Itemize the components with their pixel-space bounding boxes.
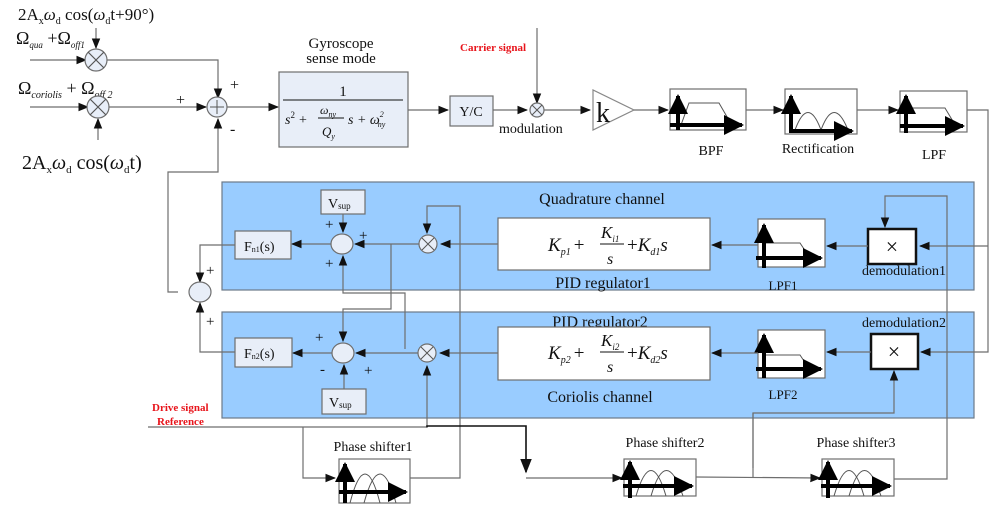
demodulation1-block	[866, 227, 918, 266]
quadrature-input-label: 2Axωd cos(ωdt+90°)	[18, 5, 154, 27]
svg-text:Kp1+: Kp1+	[547, 235, 584, 258]
pid2-formula: Kp2+ Ki2 s +Kd2s	[547, 331, 668, 376]
rectification-block	[781, 88, 858, 141]
gyro-subtitle: sense mode	[306, 51, 376, 67]
quadrature-summing-junction	[330, 233, 354, 255]
lpf-block	[896, 90, 968, 136]
gyro-title: Gyroscope	[309, 36, 374, 52]
svg-text:Ki1: Ki1	[600, 223, 619, 244]
pid-regulator1-label: PID regulator1	[555, 275, 651, 292]
quadrature-channel-title: Quadrature channel	[539, 191, 665, 208]
modulation-label: modulation	[499, 122, 563, 137]
sign-plus: +	[364, 363, 372, 379]
svg-text:2Axωd cos(ωdt+90°): 2Axωd cos(ωdt+90°)	[18, 5, 154, 27]
yc-label: Y/C	[459, 105, 482, 120]
sign-plus: +	[206, 314, 214, 330]
demodulation2-block	[869, 332, 920, 371]
output-summing-junction	[188, 281, 212, 303]
coriolis-channel-title: Coriolis channel	[547, 389, 653, 406]
phase-shifter3-block	[818, 458, 895, 498]
multiply-icon	[89, 98, 107, 116]
svg-text:s2+: s2+	[285, 110, 307, 128]
svg-text:ωny: ωny	[320, 103, 336, 119]
coriolis-summing-junction	[331, 342, 355, 364]
multiply-icon: ×	[888, 339, 900, 364]
bpf-label: BPF	[699, 144, 724, 159]
multiply-icon	[421, 237, 435, 251]
bpf-block	[668, 88, 747, 135]
drive-carrier-label: 2Axωd cos(ωdt)	[22, 152, 142, 176]
yc-block	[449, 95, 494, 127]
vsup1-label: Vsup	[328, 197, 351, 212]
phase-shifter2-block	[620, 458, 697, 498]
fn2-block	[234, 337, 293, 368]
fn1-label: Fn1(s)	[244, 240, 275, 255]
demodulation2-label: demodulation2	[862, 316, 946, 331]
multiply-icon	[87, 51, 105, 69]
gain-block	[592, 89, 636, 131]
sign-plus: +	[176, 92, 185, 109]
vsup2-label: Vsup	[329, 396, 352, 411]
carrier-signal-label: Carrier signal	[460, 42, 526, 54]
lpf2-label: LPF2	[769, 387, 798, 402]
svg-text:Kp2+: Kp2+	[547, 343, 584, 366]
fn2-label: Fn2(s)	[244, 347, 275, 362]
svg-text:2Axωd cos(ωdt): 2Axωd cos(ωdt)	[22, 152, 142, 176]
sign-plus: +	[230, 77, 239, 94]
lpf1-label: LPF1	[769, 278, 798, 293]
lpf-label: LPF	[922, 148, 946, 163]
gyro-numerator: 1	[339, 84, 347, 100]
coriolis-rate-label: Ωcoriolis + Ωoff 2	[18, 78, 113, 101]
svg-text:Ki2: Ki2	[600, 331, 620, 352]
sign-plus: +	[359, 228, 367, 244]
demodulation1-label: demodulation1	[862, 264, 946, 279]
reference-label: Reference	[157, 416, 204, 428]
svg-text:Qy: Qy	[322, 124, 335, 141]
sign-plus: +	[325, 256, 333, 272]
gyro-sense-mode-block	[278, 71, 409, 148]
phase-shifter1-label: Phase shifter1	[334, 440, 413, 455]
multiply-icon	[531, 104, 543, 116]
sign-minus: -	[230, 121, 235, 138]
vsup1-block	[320, 189, 366, 215]
multiply-icon: ×	[886, 234, 898, 259]
gain-label: k	[596, 98, 610, 129]
sign-plus: +	[325, 217, 333, 233]
lpf2-block	[754, 329, 826, 379]
phase-shifter2-label: Phase shifter2	[626, 436, 705, 451]
lpf1-block	[754, 218, 826, 268]
phase-shifter1-block	[335, 458, 411, 504]
svg-text:+Kd1s: +Kd1s	[627, 235, 668, 258]
sign-minus: -	[320, 362, 325, 378]
phase-shifter3-label: Phase shifter3	[817, 436, 896, 451]
drive-signal-label: Drive signal	[152, 402, 209, 414]
svg-text:s: s	[607, 359, 613, 376]
svg-text:s: s	[607, 251, 613, 268]
quadrature-rate-label: Ωqua +Ωoff1	[16, 28, 85, 50]
svg-text:+Kd2s: +Kd2s	[627, 343, 668, 366]
pid-regulator2-block	[497, 326, 711, 381]
sign-plus: +	[206, 263, 214, 279]
multiply-icon	[420, 346, 434, 360]
rectification-label: Rectification	[782, 142, 854, 157]
sign-plus: +	[315, 330, 323, 346]
pid1-formula: Kp1+ Ki1 s +Kd1s	[547, 223, 668, 268]
